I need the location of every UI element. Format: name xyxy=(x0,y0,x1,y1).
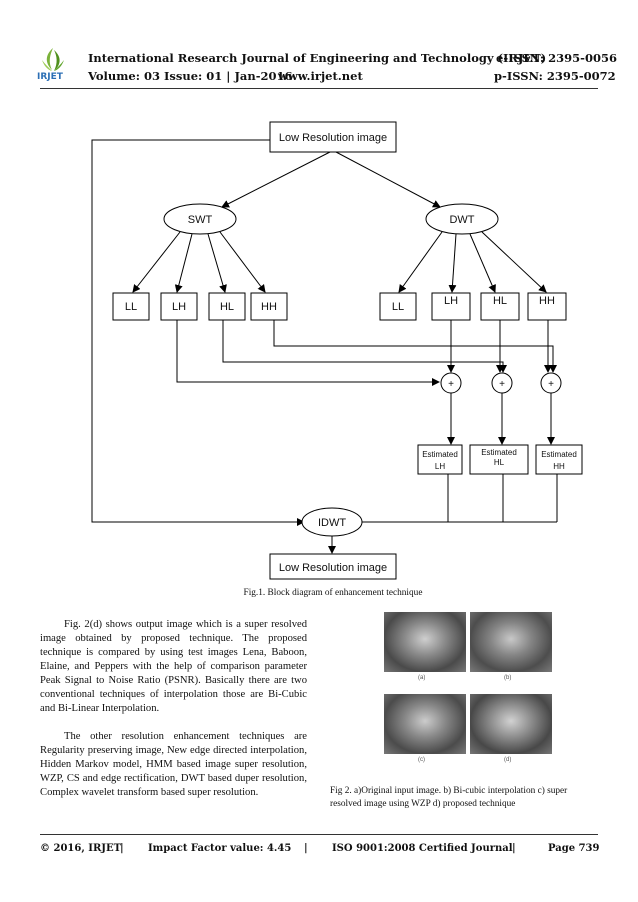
journal-logo xyxy=(38,44,68,84)
estimated-label: Estimated xyxy=(541,450,577,459)
estimated-hh-box xyxy=(535,444,583,475)
baboon-image-d xyxy=(470,694,552,754)
fig2-caption: Fig 2. a)Original input image. b) Bi-cub… xyxy=(330,786,568,809)
baboon-image-a xyxy=(384,612,466,672)
footer-separator: | xyxy=(120,843,124,854)
paragraph: The other resolution enhancement techniq… xyxy=(40,731,307,798)
footer-rule xyxy=(40,834,598,835)
adder-plus: + xyxy=(548,379,554,390)
swt-node xyxy=(163,203,237,235)
arrow-to-swt xyxy=(221,151,331,208)
estimated-label: Estimated xyxy=(422,450,458,459)
estimated-band: LH xyxy=(435,462,445,471)
volume-issue: Volume: 03 Issue: 01 | Jan-2016 xyxy=(88,69,293,83)
top-box xyxy=(269,121,397,153)
header-rule xyxy=(40,88,598,89)
subfig-label: (a) xyxy=(418,675,426,681)
footer-page: Page 739 xyxy=(548,843,600,854)
dwt-band-label: LL xyxy=(392,301,404,313)
swt-band-label: LH xyxy=(172,301,186,313)
journal-url[interactable]: www.irjet.net xyxy=(278,69,363,83)
swt-band-label: LL xyxy=(125,301,137,313)
dwt-band-label: HH xyxy=(539,295,555,307)
dwt-label: DWT xyxy=(449,214,474,226)
footer-impact: Impact Factor value: 4.45 xyxy=(148,843,292,854)
bottom-box xyxy=(269,553,397,580)
dwt-node xyxy=(425,203,499,235)
swt-band-label: HH xyxy=(261,301,277,313)
footer-copyright: © 2016, IRJET xyxy=(40,843,122,854)
fig1-caption: Fig.1. Block diagram of enhancement tech… xyxy=(243,588,423,598)
dwt-band-label: HL xyxy=(493,295,507,307)
subfig-label: (b) xyxy=(504,675,512,681)
subfig-label: (c) xyxy=(418,757,425,763)
leaf-logo-icon xyxy=(42,48,64,71)
estimated-hl-box xyxy=(469,444,529,475)
baboon-image-b xyxy=(470,612,552,672)
arrow-to-dwt xyxy=(335,151,441,208)
estimated-lh-box xyxy=(417,444,463,475)
adder-plus: + xyxy=(448,379,454,390)
pissn: p-ISSN: 2395-0072 xyxy=(494,69,616,83)
estimated-band: HL xyxy=(494,458,505,467)
bottom-box-label: Low Resolution image xyxy=(279,562,387,574)
journal-title: International Research Journal of Engine… xyxy=(88,51,547,65)
swt-band-label: HL xyxy=(220,301,234,313)
swt-label: SWT xyxy=(188,214,213,226)
adder-plus: + xyxy=(499,379,505,390)
subfig-label: (d) xyxy=(504,757,512,763)
idwt-label: IDWT xyxy=(318,517,346,529)
footer-separator: | xyxy=(304,843,308,854)
eissn: e-ISSN: 2395-0056 xyxy=(496,51,617,65)
block-diagram: Low Resolution image SWT DWT LL LH HL HH… xyxy=(91,121,583,580)
footer-separator: | xyxy=(512,843,516,854)
paragraph: Fig. 2(d) shows output image which is a … xyxy=(40,619,307,714)
bypass-line xyxy=(91,139,305,526)
estimated-band: HH xyxy=(553,462,565,471)
footer-iso: ISO 9001:2008 Certified Journal xyxy=(332,843,513,854)
dwt-band-label: LH xyxy=(444,295,458,307)
baboon-image-c xyxy=(384,694,466,754)
left-column: Fig. 2(d) shows output image which is a … xyxy=(40,618,307,800)
logo-text: IRJET xyxy=(37,72,63,82)
top-box-label: Low Resolution image xyxy=(279,132,387,144)
estimated-label: Estimated xyxy=(481,448,517,457)
